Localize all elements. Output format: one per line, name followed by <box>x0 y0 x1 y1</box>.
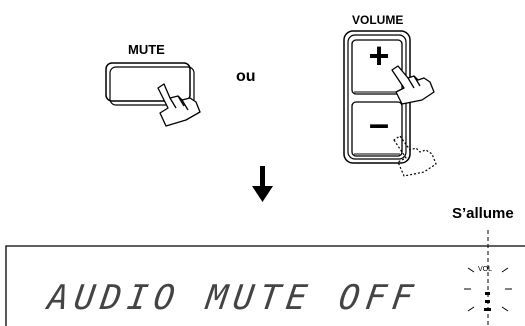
pressing-hand-dotted-icon <box>393 135 437 177</box>
mute-button[interactable] <box>105 62 195 106</box>
volume-down-button[interactable] <box>351 101 403 157</box>
vol-label: VOL <box>478 266 493 273</box>
display-panel <box>5 245 525 326</box>
minus-sign: – <box>368 103 390 144</box>
mute-label: MUTE <box>128 42 165 57</box>
connector-text: ou <box>236 68 256 85</box>
indicator-glow <box>464 267 512 312</box>
arrow-down-icon <box>252 166 273 202</box>
plus-sign: + <box>368 35 390 76</box>
pressing-hand-icon <box>391 65 435 105</box>
pressing-hand-icon <box>157 83 201 127</box>
volume-up-button[interactable] <box>351 39 403 95</box>
display-text: AUDIO MUTE OFF <box>45 278 422 318</box>
volume-level-bars <box>484 292 491 311</box>
volume-label: VOLUME <box>352 13 404 27</box>
indicator-label: S’allume <box>452 205 514 222</box>
